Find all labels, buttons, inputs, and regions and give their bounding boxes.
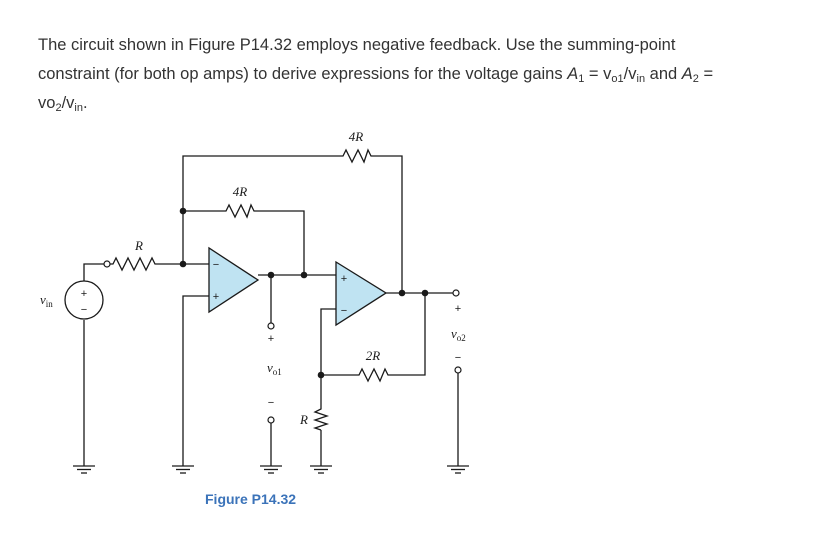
ground-symbol xyxy=(309,465,333,474)
open-terminals xyxy=(103,260,462,424)
resistor-r-ground xyxy=(312,406,330,431)
junction-dot xyxy=(179,207,187,215)
gain-a1-symbol: A xyxy=(567,65,579,83)
vo2-text: vo xyxy=(38,94,56,112)
eq1-text: = v xyxy=(584,65,612,83)
junction-dot xyxy=(179,260,187,268)
eq2-text: = xyxy=(698,65,714,83)
gain-a2-subscript: 2 xyxy=(692,73,699,85)
vo2-sub: o2 xyxy=(457,333,466,343)
outer-feedback-right-wire xyxy=(373,155,403,293)
and-text: and xyxy=(645,65,682,83)
problem-line-2: constraint (for both op amps) to derive … xyxy=(38,60,798,89)
slash1-text: /v xyxy=(623,65,637,83)
resistor-4r-inner xyxy=(223,203,257,219)
r2r-right-wire xyxy=(390,293,426,376)
ground-symbol xyxy=(72,465,96,474)
source-plus-sign: + xyxy=(81,288,87,300)
vo1-plus-sign: + xyxy=(268,333,274,345)
ground-symbol xyxy=(171,465,195,474)
junction-dot xyxy=(267,271,275,279)
resistor-4r-outer xyxy=(340,148,373,164)
opamp2-minus-sign: − xyxy=(341,305,347,317)
label-4r-inner: 4R xyxy=(233,184,248,199)
source-minus-sign: − xyxy=(81,304,87,316)
label-vin: vin xyxy=(40,292,53,309)
junction-dot xyxy=(317,371,325,379)
vo1-minus-sign: − xyxy=(268,397,274,409)
label-r-ground: R xyxy=(299,412,308,427)
gain-a2-symbol: A xyxy=(681,65,693,83)
vin-subscript-2: in xyxy=(74,102,83,114)
outer-feedback-left-wire xyxy=(182,155,340,264)
opamp1-plus-sign: + xyxy=(213,291,219,303)
resistor-r-in xyxy=(110,256,158,272)
opamp1-plus-ground-wire xyxy=(182,295,209,466)
vo2-plus-sign: + xyxy=(455,303,461,315)
vo1-plus-terminal xyxy=(267,322,275,330)
label-vo1: vo1 xyxy=(267,360,282,377)
problem-line-3: vo2/vin. xyxy=(38,89,798,118)
slash2-text: /v xyxy=(61,94,75,112)
vo2-subscript: 2 xyxy=(55,102,62,114)
vo1-subscript: o1 xyxy=(611,73,624,85)
gain-a1-subscript: 1 xyxy=(578,73,585,85)
vo2-plus-terminal xyxy=(452,289,460,297)
junction-dot xyxy=(421,289,429,297)
period-text: . xyxy=(82,94,88,112)
vo1-v: v xyxy=(267,360,273,375)
problem-line-1: The circuit shown in Figure P14.32 emplo… xyxy=(38,36,676,54)
label-2r: 2R xyxy=(366,348,381,363)
resistor-2r xyxy=(356,367,390,383)
ground-symbol xyxy=(446,465,470,474)
junction-dot xyxy=(300,271,308,279)
junction-dot xyxy=(398,289,406,297)
vo1-sub: o1 xyxy=(273,367,282,377)
voltage-source-circle xyxy=(64,280,104,320)
vin-v: v xyxy=(40,292,46,307)
opamp2-minus-wire xyxy=(320,308,356,376)
circuit-wires xyxy=(83,155,459,466)
input-wire xyxy=(83,263,110,281)
label-4r-outer: 4R xyxy=(349,129,364,144)
inner-feedback-right-wire xyxy=(257,210,305,275)
problem-statement: The circuit shown in Figure P14.32 emplo… xyxy=(38,31,798,118)
vo2-minus-sign: − xyxy=(455,352,461,364)
label-r-in: R xyxy=(134,238,143,253)
vo2-minus-terminal xyxy=(454,366,462,374)
label-vo2: vo2 xyxy=(451,326,466,343)
input-terminal xyxy=(103,260,111,268)
vo2-v: v xyxy=(451,326,457,341)
vin-subscript-1: in xyxy=(636,73,646,85)
opamp1-triangle xyxy=(208,246,260,314)
opamp2-plus-sign: + xyxy=(341,273,347,285)
figure-caption: Figure P14.32 xyxy=(205,491,297,507)
vin-sub: in xyxy=(46,299,54,309)
opamp1-minus-sign: − xyxy=(213,259,219,271)
opamp2-triangle xyxy=(335,260,388,327)
ground-symbol xyxy=(259,465,283,474)
junction-dots xyxy=(179,207,429,379)
problem-line-2-prefix: constraint (for both op amps) to derive … xyxy=(38,65,568,83)
vo1-minus-terminal xyxy=(267,416,275,424)
